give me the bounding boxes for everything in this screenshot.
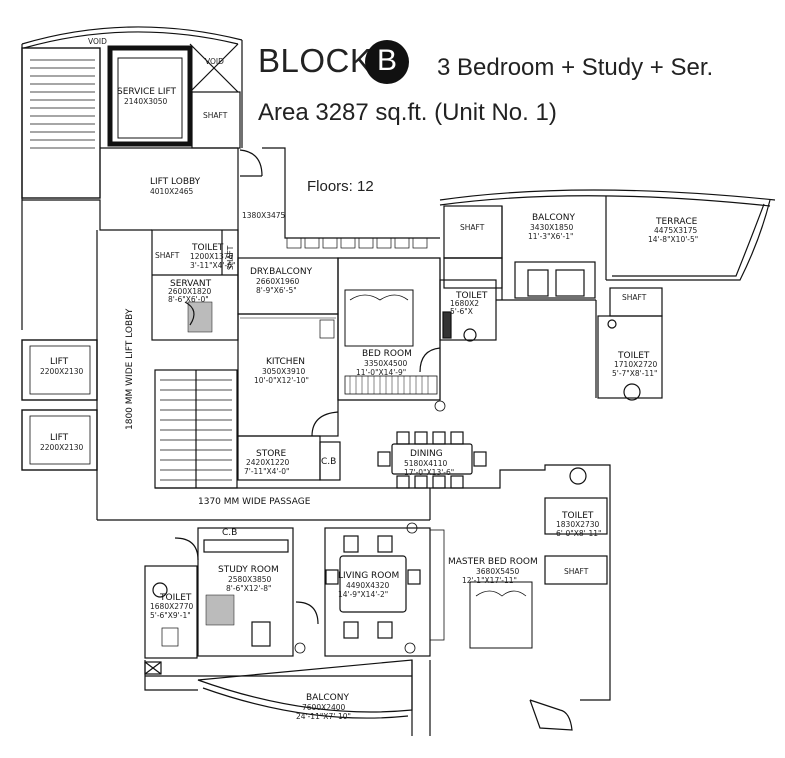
cb-label-1: C.B — [321, 457, 336, 467]
unit-area: Area 3287 sq.ft. (Unit No. 1) — [258, 99, 557, 126]
toilet-servant-label: TOILET — [191, 243, 224, 253]
store-dim: 2420X1220 — [246, 458, 290, 467]
block-title: BLOCK — [258, 42, 372, 80]
toilet-right-ft: 5'-7"X8'-11" — [612, 369, 657, 378]
lift-1-label: LIFT — [50, 357, 69, 367]
living-ft: 14'-9"X14'-2" — [338, 590, 388, 599]
shaft-balcony-label: SHAFT — [460, 223, 485, 232]
unit-config: 3 Bedroom + Study + Ser. — [437, 54, 714, 81]
kitchen-dim: 3050X3910 — [262, 367, 306, 376]
toilet-study-dim: 1680X2770 — [150, 602, 194, 611]
dining-label: DINING — [410, 449, 443, 459]
toilet-master-label: TOILET — [561, 511, 594, 521]
bedroom-label: BED ROOM — [362, 349, 412, 359]
shaft-top-label: SHAFT — [203, 111, 228, 120]
kitchen-label: KITCHEN — [266, 357, 305, 367]
shaft-master-label: SHAFT — [564, 567, 589, 576]
toilet-right-label: TOILET — [617, 351, 650, 361]
lift-1-dim: 2200X2130 — [40, 367, 84, 376]
balcony-bottom-ft: 24'-11"X7'-10" — [296, 712, 351, 721]
master-bedroom-ft: 12'-1"X17'-11" — [462, 576, 517, 585]
store-ft: 7'-11"X4'-0" — [244, 467, 289, 476]
toilet-right-dim: 1710X2720 — [614, 360, 658, 369]
toilet-servant-ft: 3'-11"X4'-6" — [190, 261, 235, 270]
bedroom-ft: 11'-0"X14'-9" — [356, 368, 406, 377]
lift-2-label: LIFT — [50, 433, 69, 443]
toilet-bedroom-dim: 1680X2 — [450, 299, 479, 308]
lift-lobby-label: LIFT LOBBY — [150, 177, 201, 187]
study-label: STUDY ROOM — [218, 565, 279, 575]
lift-2-dim: 2200X2130 — [40, 443, 84, 452]
cb-label-2: C.B — [222, 528, 237, 538]
service-lift-label: SERVICE LIFT — [117, 87, 176, 97]
lift-lobby-dim: 4010X2465 — [150, 187, 194, 196]
terrace-ft: 14'-8"X10'-5" — [648, 235, 698, 244]
service-lift-dim: 2140X3050 — [124, 97, 168, 106]
balcony-top-dim: 3430X1850 — [530, 223, 574, 232]
toilet-bedroom-label: TOILET — [455, 291, 488, 301]
passage-label: 1370 MM WIDE PASSAGE — [198, 497, 311, 507]
dry-balcony-dim: 2660X1960 — [256, 277, 300, 286]
terrace-label: TERRACE — [655, 217, 698, 227]
living-label: LIVING ROOM — [338, 571, 399, 581]
dining-dim: 5180X4110 — [404, 459, 448, 468]
toilet-master-dim: 1830X2730 — [556, 520, 600, 529]
toilet-study-ft: 5'-6"X9'-1" — [150, 611, 191, 620]
balcony-top-ft: 11'-3"X6'-1" — [528, 232, 573, 241]
block-badge — [365, 40, 409, 84]
toilet-servant-dim: 1200X1370 — [190, 252, 234, 261]
shaft-vertical-label: SHAFT — [226, 245, 235, 270]
servant-dim: 2600X1820 — [168, 287, 212, 296]
master-bedroom-dim: 3680X5450 — [476, 567, 520, 576]
block-letter: B — [376, 44, 397, 77]
lift-lobby-wide-label: 1800 MM WIDE LIFT LOBBY — [125, 308, 135, 430]
block-word: BLOCK — [258, 42, 373, 79]
terrace-dim: 4475X3175 — [654, 226, 698, 235]
dry-balcony-label: DRY.BALCONY — [250, 267, 313, 277]
void-label-2: VOID — [205, 57, 224, 66]
toilet-master-ft: 6'-0"X8'-11" — [556, 529, 601, 538]
dry-balcony-ft: 8'-9"X6'-5" — [256, 286, 297, 295]
balcony-top-label: BALCONY — [532, 213, 575, 223]
servant-label: SERVANT — [170, 279, 212, 289]
toilet-bedroom-ft: 5'-6"X — [450, 307, 473, 316]
kitchen-ft: 10'-0"X12'-10" — [254, 376, 309, 385]
toilet-study-label: TOILET — [159, 593, 192, 603]
servant-ft: 8'-6"X6'-0" — [168, 295, 209, 304]
dining-ft: 17'-0"X13'-6" — [404, 468, 454, 477]
dim-1380-label: 1380X3475 — [242, 211, 286, 220]
shaft-right-label: SHAFT — [622, 293, 647, 302]
master-bedroom-label: MASTER BED ROOM — [448, 557, 538, 567]
balcony-bottom-label: BALCONY — [306, 693, 349, 703]
balcony-bottom-dim: 7600X2400 — [302, 703, 346, 712]
study-ft: 8'-6"X12'-8" — [226, 584, 271, 593]
floors-count: Floors: 12 — [307, 178, 374, 195]
study-dim: 2580X3850 — [228, 575, 272, 584]
shaft-servant-label: SHAFT — [155, 251, 180, 260]
living-dim: 4490X4320 — [346, 581, 390, 590]
void-label-1: VOID — [88, 37, 107, 46]
bedroom-dim: 3350X4500 — [364, 359, 408, 368]
store-label: STORE — [256, 449, 287, 459]
